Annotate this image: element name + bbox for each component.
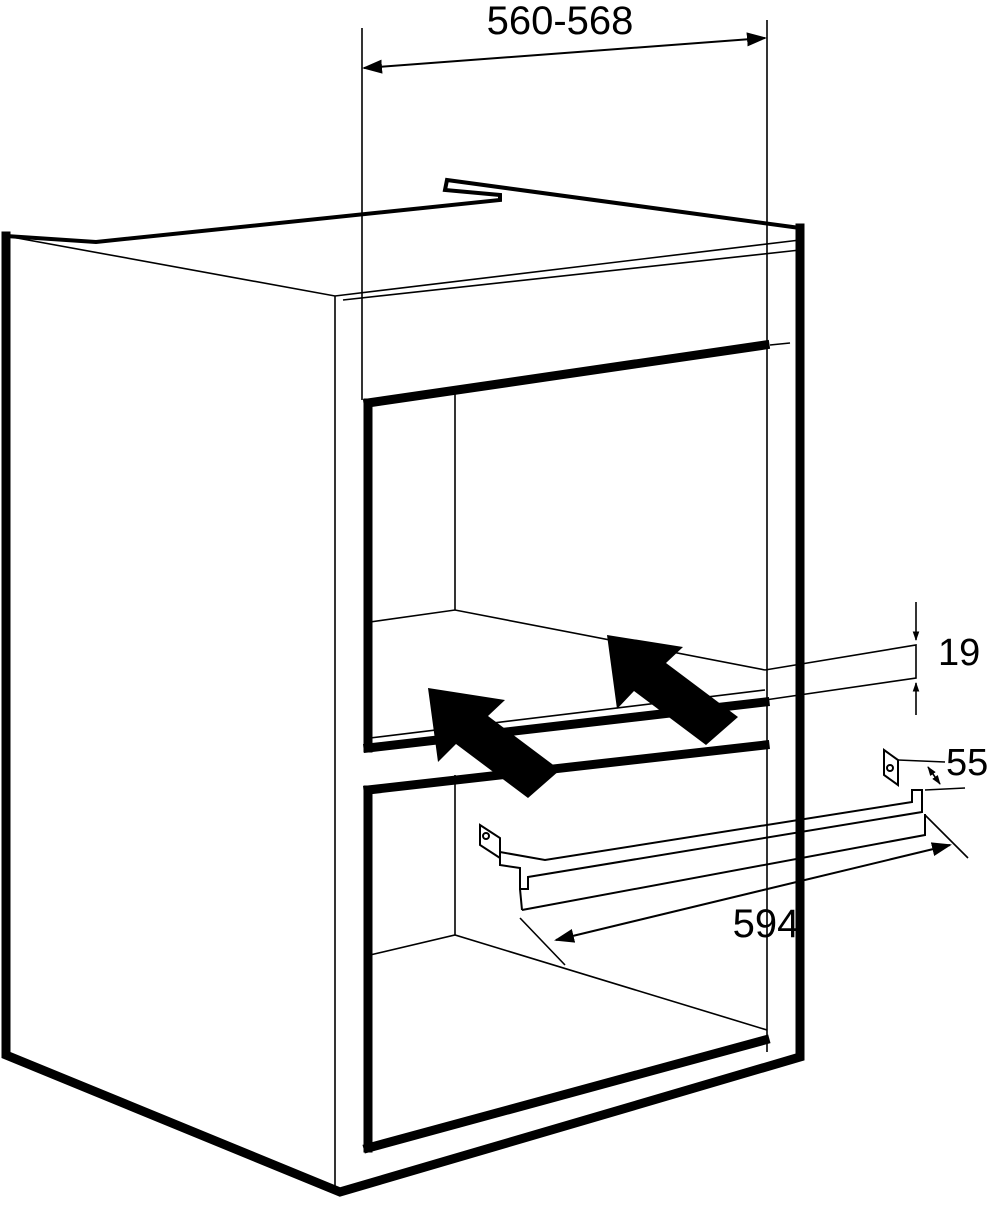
gap-label: 19 bbox=[938, 632, 980, 674]
rail-height-label: 55 bbox=[946, 742, 988, 784]
insert-arrow-left bbox=[428, 688, 560, 798]
lower-compartment bbox=[362, 740, 771, 1154]
insert-arrow-right bbox=[607, 635, 738, 745]
insertion-arrows bbox=[428, 635, 738, 798]
gap-dimension: 19 bbox=[764, 602, 980, 715]
cabinet-outline bbox=[1, 20, 805, 1197]
rail-height-dimension: 55 bbox=[897, 742, 988, 791]
width-label: 560-568 bbox=[487, 0, 634, 43]
rail-length-dimension: 594 bbox=[519, 814, 969, 966]
width-dimension: 560-568 bbox=[361, 0, 767, 400]
rail-length-label: 594 bbox=[733, 902, 800, 946]
upper-compartment bbox=[362, 339, 771, 753]
